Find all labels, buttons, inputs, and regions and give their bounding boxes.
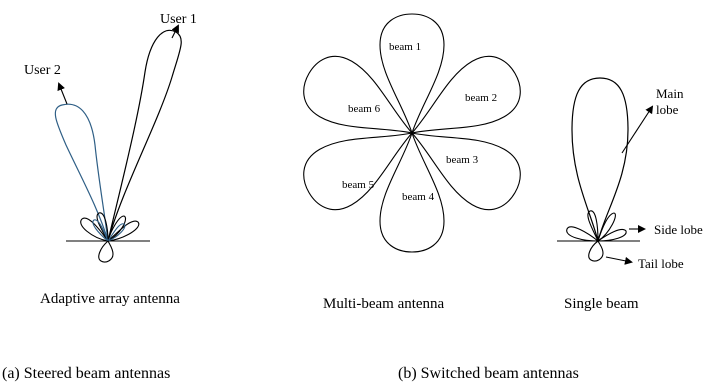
adaptive-side-lobe-left (80, 217, 110, 242)
side-lobe-label: Side lobe (654, 222, 703, 237)
adaptive-side-lobe-mid-right (107, 215, 126, 243)
adaptive-blue-side-lobe-left (92, 219, 109, 242)
user1-label: User 1 (160, 12, 197, 27)
beam-1-lobe (379, 13, 445, 135)
main-lobe-arrow (621, 105, 654, 154)
beam-5-label: beam 5 (342, 179, 375, 191)
user2-label: User 2 (24, 63, 61, 78)
adaptive-tail-lobe (98, 240, 114, 263)
main-lobe-label-line2: lobe (656, 102, 679, 118)
beam-2-lobe (410, 55, 521, 134)
adaptive-blue-side-lobe-right (106, 223, 126, 243)
multi-beam-caption: Multi-beam antenna (323, 296, 445, 312)
beam-4-lobe (379, 131, 445, 253)
multi-beam-pattern (303, 13, 521, 253)
beam-5-lobe (303, 132, 414, 211)
user2-arrow (57, 82, 68, 105)
single-main-lobe (571, 77, 629, 244)
beam-3-label: beam 3 (446, 154, 479, 166)
single-side-lobe-left (566, 226, 600, 242)
single-side-lobe-mid-left (587, 210, 599, 242)
single-beam-caption: Single beam (564, 296, 639, 312)
main-lobe-label: Main lobe (656, 86, 683, 119)
user1-arrow (171, 24, 179, 39)
adaptive-side-lobe-right (106, 220, 140, 242)
adaptive-array-caption: Adaptive array antenna (40, 291, 180, 307)
beam-2-label: beam 2 (465, 92, 498, 104)
beam-1-label: beam 1 (389, 41, 422, 53)
user1-beam-lobe (107, 29, 182, 242)
beam-4-label: beam 4 (402, 191, 435, 203)
adaptive-array-pattern (54, 24, 182, 263)
beam-3-lobe (410, 132, 521, 211)
adaptive-side-lobe-mid-left (96, 212, 109, 242)
tail-lobe-label: Tail lobe (638, 256, 684, 271)
single-side-lobe-right (596, 228, 627, 242)
tail-lobe-arrow (605, 256, 633, 265)
main-lobe-label-line1: Main (656, 86, 684, 101)
steered-beam-panel-caption: (a) Steered beam antennas (2, 365, 171, 382)
single-tail-lobe (588, 240, 604, 262)
switched-beam-panel-caption: (b) Switched beam antennas (398, 365, 579, 382)
beam-6-label: beam 6 (348, 103, 381, 115)
single-side-lobe-mid-right (597, 212, 616, 243)
user2-beam-lobe (54, 103, 109, 242)
single-beam-pattern (557, 77, 654, 265)
beam-6-lobe (303, 55, 414, 134)
